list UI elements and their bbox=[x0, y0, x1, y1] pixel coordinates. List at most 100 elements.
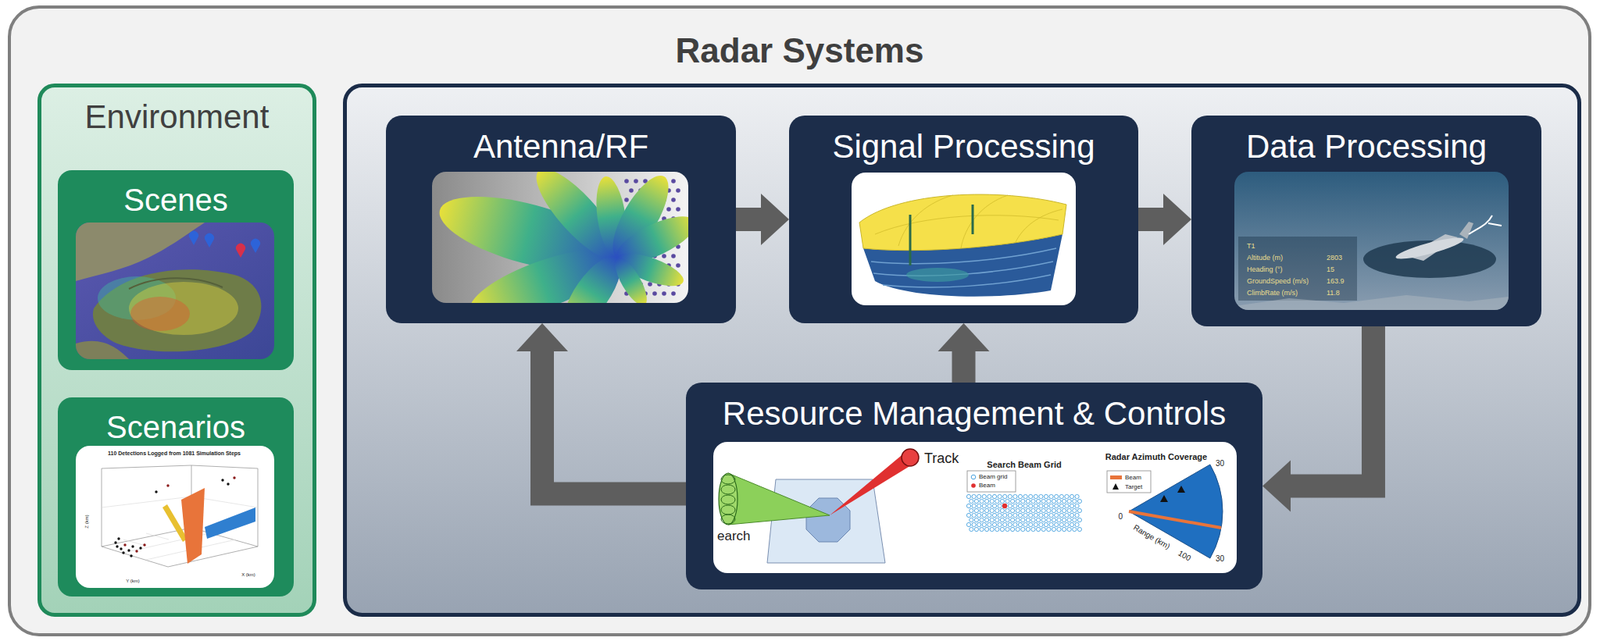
array-element bbox=[652, 291, 658, 297]
grid-beam bbox=[989, 517, 994, 522]
detection bbox=[115, 545, 118, 548]
box-heading: Antenna/RF bbox=[473, 128, 649, 166]
grid-beam bbox=[1023, 513, 1028, 518]
clutter-texture bbox=[871, 248, 1057, 288]
arrow-head bbox=[1262, 460, 1291, 513]
detection bbox=[114, 541, 117, 544]
map-pin bbox=[189, 231, 199, 246]
array-element bbox=[671, 253, 676, 259]
axis-label: Y (km) bbox=[125, 578, 140, 585]
search-beam-ring bbox=[721, 475, 736, 485]
grid-beam bbox=[1007, 513, 1012, 518]
grid-beam bbox=[1000, 508, 1004, 513]
readout-name: ClimbRate (m/s) bbox=[1246, 289, 1298, 298]
array-element bbox=[671, 197, 676, 203]
grid-beam bbox=[1051, 517, 1056, 522]
arrow-shaft bbox=[1289, 326, 1374, 487]
grid-beam bbox=[1036, 499, 1041, 504]
arrow-head bbox=[1163, 193, 1192, 246]
flow-arrow bbox=[735, 193, 790, 246]
search-beam-ring bbox=[721, 514, 736, 525]
grid-beam bbox=[1057, 517, 1061, 522]
heat-overlay bbox=[128, 282, 239, 336]
grid-beam bbox=[997, 522, 1002, 527]
legend-label: Beam bbox=[1125, 474, 1142, 483]
grid-beam bbox=[1062, 499, 1067, 504]
grid-beam bbox=[1064, 513, 1069, 518]
grid-beam bbox=[1069, 503, 1074, 508]
readout-value: 11.8 bbox=[1326, 289, 1340, 298]
arrow-head bbox=[760, 193, 790, 246]
detection bbox=[135, 550, 138, 553]
grid-beam bbox=[1021, 499, 1025, 504]
mountains bbox=[1234, 295, 1509, 311]
readout-value: 163.9 bbox=[1326, 277, 1345, 286]
grid-beam bbox=[1013, 503, 1018, 508]
grid-beam bbox=[1003, 503, 1008, 508]
plot-title: 110 Detections Logged from 1081 Simulati… bbox=[107, 450, 241, 458]
terrain-map bbox=[75, 222, 275, 360]
axis-tick: 30 bbox=[1215, 554, 1225, 565]
grid-beam bbox=[1033, 503, 1038, 508]
aircraft-body bbox=[1394, 234, 1466, 264]
grid-beam bbox=[1023, 494, 1028, 499]
grid-beam bbox=[971, 494, 976, 499]
sky bbox=[1234, 171, 1509, 311]
grid-beam bbox=[1041, 517, 1046, 522]
grid-beam bbox=[974, 508, 979, 513]
grid-beam bbox=[1010, 508, 1015, 513]
grid-beam bbox=[1077, 517, 1082, 522]
grid-beam bbox=[974, 517, 979, 522]
arrow-shaft bbox=[735, 207, 763, 232]
grid-beam bbox=[1007, 503, 1012, 508]
array-element bbox=[633, 178, 639, 184]
grid-beam bbox=[1015, 527, 1020, 532]
grid-beam bbox=[985, 499, 990, 504]
readout-value: 15 bbox=[1326, 265, 1335, 275]
grid-beam bbox=[1005, 508, 1010, 513]
coverage-legend-box bbox=[1107, 471, 1151, 493]
grid-beam bbox=[1025, 499, 1030, 504]
legend-grid-symbol bbox=[971, 475, 976, 480]
grid-beam bbox=[1064, 503, 1069, 508]
grid-beam bbox=[1041, 499, 1046, 504]
grid-beam bbox=[1075, 494, 1079, 499]
grid-beam bbox=[1031, 499, 1036, 504]
grid-beam bbox=[1051, 527, 1056, 532]
detection bbox=[117, 537, 120, 540]
grid-beam bbox=[1007, 494, 1012, 499]
array-element bbox=[661, 253, 667, 259]
flow-arrow bbox=[1138, 193, 1192, 246]
grid-beam bbox=[1046, 499, 1051, 504]
grid-beam bbox=[1075, 513, 1079, 518]
grid-beam bbox=[1036, 508, 1041, 513]
box-heading: Scenarios bbox=[106, 409, 246, 446]
grid-beam bbox=[969, 517, 974, 522]
grid-beam bbox=[1031, 517, 1036, 522]
grid-beam bbox=[1069, 494, 1074, 499]
grid-beam bbox=[977, 522, 982, 527]
grid-beam bbox=[987, 503, 992, 508]
grid-beam bbox=[995, 517, 1000, 522]
array-element bbox=[671, 178, 676, 184]
grid-beam bbox=[1062, 527, 1067, 532]
grid-beam bbox=[1062, 508, 1067, 513]
grid-beam bbox=[1054, 522, 1059, 527]
detection bbox=[121, 551, 125, 554]
clutter-surface bbox=[851, 172, 1076, 306]
grid-beam bbox=[1023, 503, 1028, 508]
grid-beam bbox=[1025, 517, 1030, 522]
clutter-patch bbox=[906, 267, 969, 283]
grid-beam bbox=[1015, 508, 1020, 513]
grid-beam bbox=[1067, 508, 1072, 513]
detection bbox=[226, 482, 229, 486]
grid-beam bbox=[977, 503, 982, 508]
axis-tick: 30 bbox=[1215, 459, 1225, 469]
search-beam-ring bbox=[721, 505, 736, 515]
grid-beam bbox=[1010, 517, 1015, 522]
grid-beam bbox=[982, 494, 986, 499]
axis-label: Z (km) bbox=[84, 514, 90, 529]
arrow-shaft bbox=[542, 350, 686, 495]
array-element bbox=[675, 188, 681, 193]
plot-grid bbox=[101, 496, 258, 561]
